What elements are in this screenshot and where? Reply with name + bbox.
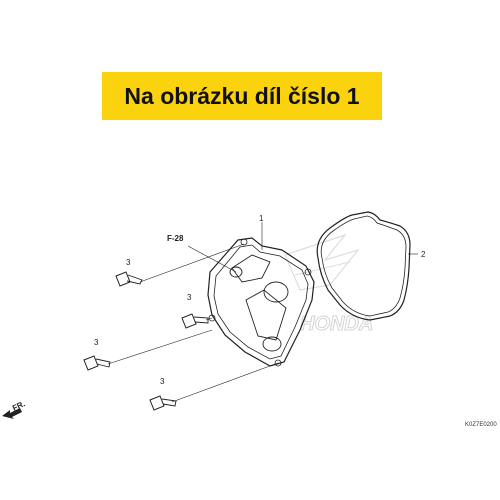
wing-stroke (294, 261, 351, 276)
reference-label: F-28 (167, 234, 184, 243)
front-label: FR. (11, 399, 26, 413)
watermark-text: HONDA (300, 313, 373, 335)
callout-bolt-c: 3 (94, 338, 99, 347)
callout-bolt-d: 3 (160, 377, 165, 386)
leader-ref (187, 245, 237, 273)
cover-flange (213, 244, 309, 360)
gasket-inner (320, 215, 407, 317)
cylinder-head-gasket (316, 211, 411, 321)
bolt-d-head (149, 395, 165, 411)
cover-outline (207, 237, 315, 367)
front-arrow-icon (2, 408, 22, 419)
cover-hole-bottom (274, 359, 282, 367)
leader-bolt-b (205, 317, 213, 321)
bolt-d (149, 395, 177, 411)
honda-watermark: HONDA (284, 233, 374, 336)
bolt-a (115, 271, 143, 287)
cover-rib-center (245, 289, 287, 341)
cover-breather (229, 266, 243, 278)
leader-bolt-c (107, 329, 213, 365)
leader-lines (107, 222, 418, 403)
cover-hole-top (240, 238, 248, 246)
cylinder-head-cover (207, 237, 315, 367)
cover-boss-lower (262, 336, 282, 352)
bolt-a-shank (126, 274, 143, 285)
gasket-outer (316, 211, 411, 321)
bolt-c-head (83, 355, 99, 371)
diagram-code: K0Z7E0200 (465, 422, 497, 428)
bolt-b (181, 313, 209, 329)
callout-part-1: 1 (259, 214, 264, 223)
cover-rib-top (231, 254, 271, 283)
bolt-b-shank (193, 316, 209, 324)
wing-watermark-icon (284, 233, 360, 291)
callout-bolt-b: 3 (187, 293, 192, 302)
callout-bolt-a: 3 (126, 258, 131, 267)
front-direction-indicator: FR. (2, 399, 27, 419)
bolt-d-shank (161, 398, 177, 407)
cover-hole-left (208, 314, 216, 322)
bolt-c (83, 355, 111, 371)
bolt-a-head (115, 271, 131, 287)
leader-bolt-a (139, 243, 245, 283)
bolt-b-head (181, 313, 197, 329)
bolt-c-shank (95, 358, 111, 368)
callout-part-2: 2 (421, 250, 426, 259)
part-number-banner: Na obrázku díl číslo 1 (102, 72, 382, 120)
cover-hole-right (304, 268, 312, 276)
leader-bolt-d (171, 362, 279, 403)
cover-boss (263, 281, 289, 303)
